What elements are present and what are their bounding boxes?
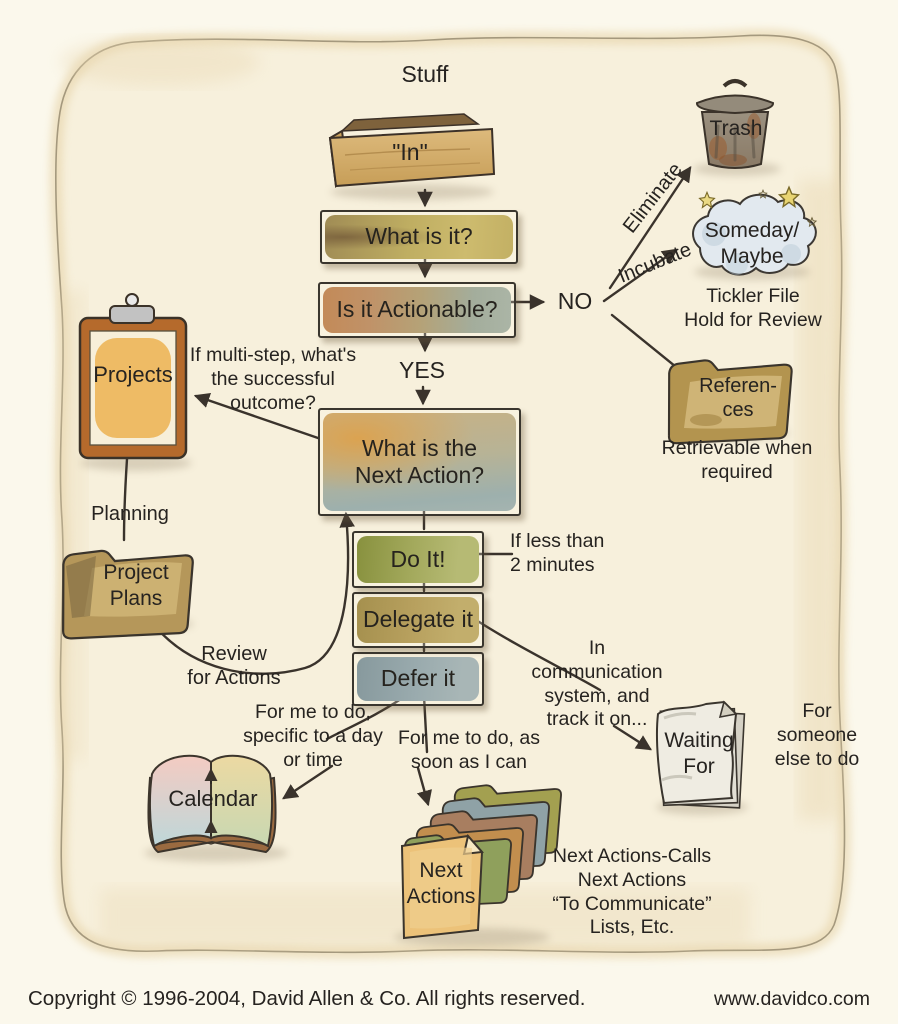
node-delegate-it: Delegate it <box>352 592 484 648</box>
node-defer-it-label: Defer it <box>357 657 479 701</box>
projects-clipboard-icon <box>78 293 188 460</box>
calendar-book-icon <box>147 754 277 854</box>
node-do-it: Do It! <box>352 531 484 588</box>
someday-maybe-label: Someday/ Maybe <box>704 219 800 268</box>
node-what-is-it-label: What is it? <box>325 215 513 259</box>
someday-cloud-icon <box>692 186 817 276</box>
in-tray-icon <box>328 113 496 188</box>
website-text: www.davidco.com <box>713 988 870 1010</box>
node-next-action-label: What is the Next Action? <box>323 413 516 511</box>
review-for-actions-label: Review for Actions <box>187 643 281 690</box>
lists-label: Next Actions-Calls Next Actions “To Comm… <box>552 845 712 939</box>
node-is-it-actionable: Is it Actionable? <box>318 282 516 338</box>
trash-label: Trash <box>709 117 763 140</box>
next-actions-label: Next Actions <box>406 859 476 908</box>
node-delegate-it-label: Delegate it <box>357 597 479 643</box>
waiting-for-label: Waiting For <box>664 729 734 778</box>
projects-label: Projects <box>93 362 173 387</box>
calendar-label: Calendar <box>168 786 258 811</box>
multi-step-label: If multi-step, what's the successful out… <box>189 344 357 414</box>
project-plans-folder-icon <box>61 549 194 640</box>
node-what-is-it: What is it? <box>320 210 518 264</box>
references-label: Referen- ces <box>699 375 777 422</box>
diagram-title: Stuff <box>401 61 449 87</box>
for-me-soon-label: For me to do, as soon as I can <box>398 727 540 773</box>
less-than-2-minutes-label: If less than 2 minutes <box>510 530 605 576</box>
node-is-it-actionable-label: Is it Actionable? <box>323 287 511 333</box>
no-label: NO <box>557 288 593 314</box>
references-folder-icon <box>667 359 793 445</box>
copyright-text: Copyright © 1996-2004, David Allen & Co.… <box>28 987 586 1010</box>
yes-label: YES <box>398 357 446 383</box>
in-communication-label: In communication system, and track it on… <box>531 637 663 731</box>
node-do-it-label: Do It! <box>357 536 479 583</box>
project-plans-label: Project Plans <box>103 561 169 610</box>
retrievable-label: Retrievable when required <box>661 437 813 483</box>
for-me-day-label: For me to do, specific to a day or time <box>243 701 383 771</box>
for-someone-else-label: For someone else to do <box>774 700 860 770</box>
trash-can-icon <box>696 79 774 169</box>
node-defer-it: Defer it <box>352 652 484 706</box>
in-tray-label: "In" <box>392 139 428 165</box>
waiting-for-papers-icon <box>655 700 746 809</box>
tickler-file-label: Tickler File Hold for Review <box>684 285 822 331</box>
connector-arrows <box>122 166 704 807</box>
node-next-action: What is the Next Action? <box>318 408 521 516</box>
next-actions-folders-icon <box>400 784 562 940</box>
planning-label: Planning <box>91 503 169 525</box>
